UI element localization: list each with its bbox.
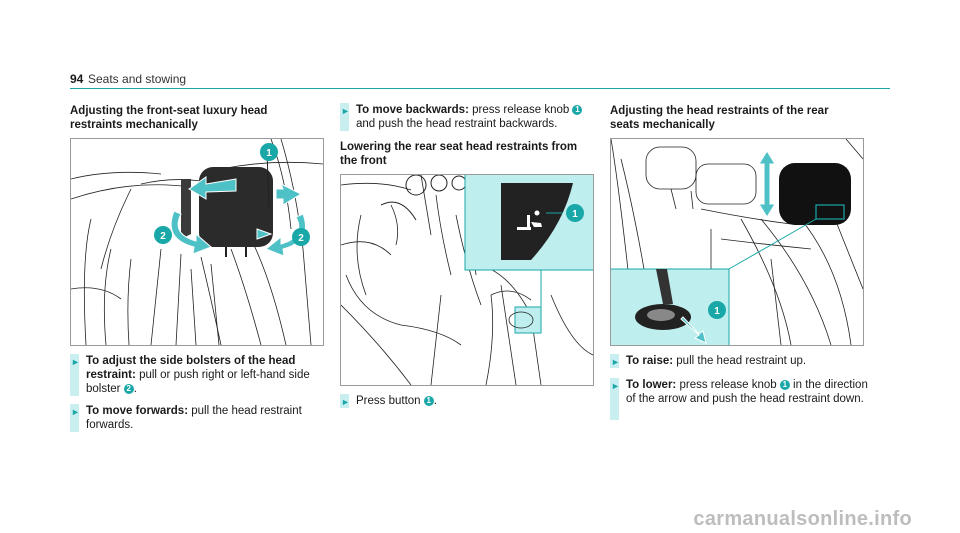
step-text: Press button [356,395,421,407]
col1-step-2: ► To move forwards: pull the head restra… [70,404,336,432]
col3-step-1: ► To raise: pull the head restraint up. [610,354,876,368]
rear-headrest-figure: 1 [610,138,864,346]
step-label: To move forwards: [86,405,189,417]
col2-step-bottom: ► Press button 1. [340,394,604,408]
badge-1: 1 [708,301,726,319]
step-label: To lower: [626,379,677,391]
svg-text:1: 1 [572,209,578,220]
section-title: Seats and stowing [88,72,187,86]
arrow-right-icon: ► [341,397,350,407]
arrow-right-icon: ► [611,357,620,367]
col3-heading: Adjusting the head restraints of the rea… [610,105,829,131]
step-text: press release knob [679,379,777,391]
col3-step-2: ► To lower: press release knob 1 in the … [610,378,876,420]
step-bar [340,394,349,408]
step-text-after: . [433,395,437,407]
badge-1: 1 [260,143,278,161]
step-text: press release knob [472,104,570,116]
col1-step-1: ► To adjust the side bolsters of the hea… [70,354,336,396]
badge-1: 1 [572,105,583,115]
svg-text:1: 1 [714,306,720,317]
front-headrest-figure: 1 2 2 [70,138,324,346]
step-label: To adjust the side bolsters of the head … [86,355,296,381]
step-label: To raise: [626,355,674,367]
step-text-after: and push the head restraint backwards. [356,118,558,130]
arrow-right-icon: ► [71,357,80,367]
badge-2-left: 2 [154,226,172,244]
badge-1: 1 [566,204,584,222]
badge-2: 2 [123,384,134,394]
badge-1: 1 [779,380,790,390]
arrow-right-icon: ► [341,106,350,116]
step-text-after: in the direction of the arrow and push t… [626,379,868,405]
step-bar [70,354,79,396]
svg-text:2: 2 [160,231,166,242]
step-bar [340,103,349,131]
col2-heading: Lowering the rear seat head restraints f… [340,141,578,167]
col2-step-top: ► To move backwards: press release knob … [340,103,604,131]
page-number: 94 [70,72,84,86]
col1-heading: Adjusting the front-seat luxury head res… [70,105,268,131]
step-text: pull the head restraint forwards. [86,405,302,431]
arrow-right-icon: ► [71,407,80,417]
rear-lower-figure: 1 [340,174,594,386]
arrow-right-icon: ► [611,381,620,391]
step-label: To move backwards: [356,104,469,116]
step-bar [610,378,619,420]
header-rule [70,88,890,89]
badge-1: 1 [423,396,434,406]
step-bar [70,404,79,432]
step-text-after: . [133,383,137,395]
svg-text:2: 2 [298,233,304,244]
step-text: pull the head restraint up. [676,355,807,367]
svg-text:1: 1 [266,148,272,159]
step-bar [610,354,619,368]
step-text: pull or push right or left-hand side bol… [86,369,310,395]
watermark: carmanualsonline.info [693,508,912,530]
badge-2-right: 2 [292,228,310,246]
